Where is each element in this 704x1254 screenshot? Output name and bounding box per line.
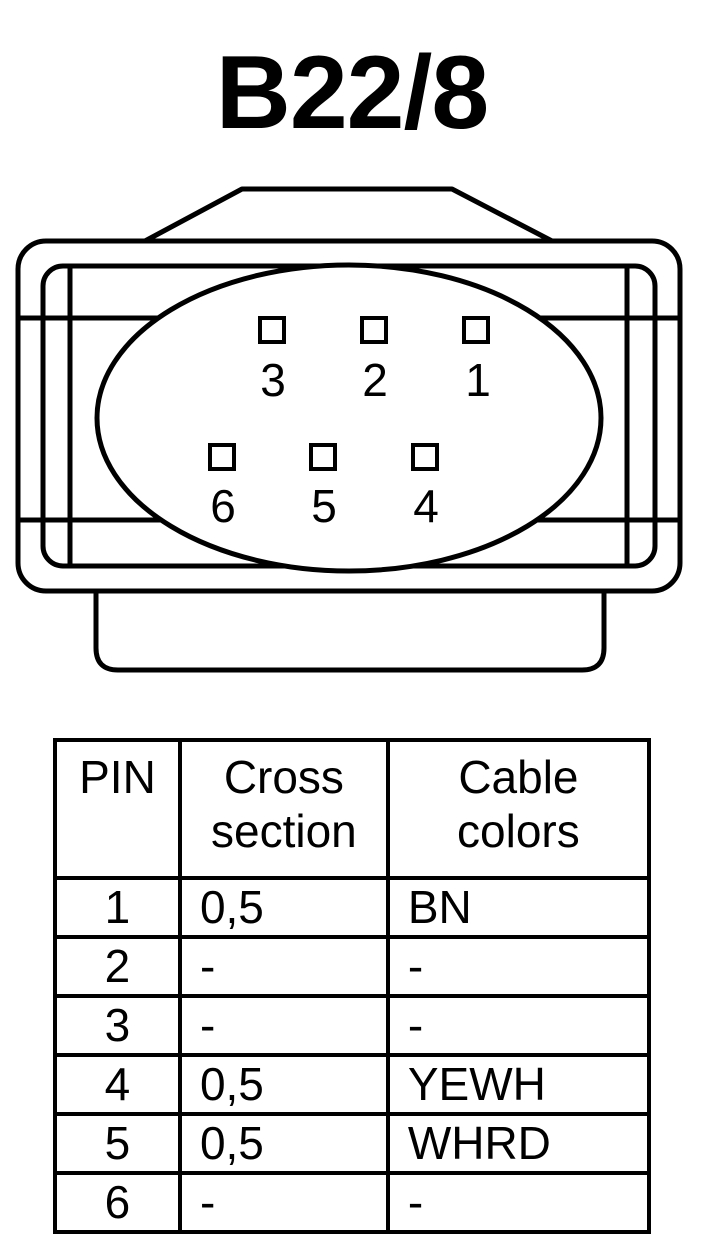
table-row: 1 0,5 BN — [53, 876, 652, 939]
row-cable-color: - — [385, 935, 652, 998]
connector-outer-housing — [15, 238, 683, 594]
table-row: 2 - - — [53, 935, 652, 998]
pin-label-1: 1 — [465, 354, 491, 406]
connector-key-tab — [143, 186, 554, 244]
header-cable-colors-line1: Cable — [458, 751, 579, 803]
header-cross-section: Cross section — [177, 738, 390, 880]
pin-contact-3 — [258, 316, 286, 344]
row-cable-color: - — [385, 994, 652, 1057]
pin-label-5: 5 — [311, 480, 337, 532]
connector-bottom-latch — [93, 591, 607, 673]
row-cross-section: 0,5 — [177, 1112, 390, 1175]
row-cross-section: - — [177, 935, 390, 998]
pin-contact-5 — [309, 443, 337, 471]
row-pin: 4 — [53, 1053, 182, 1116]
pin-label-2: 2 — [362, 354, 388, 406]
row-pin: 2 — [53, 935, 182, 998]
row-cross-section: 0,5 — [177, 1053, 390, 1116]
pin-label-6: 6 — [210, 480, 236, 532]
row-cable-color: BN — [385, 876, 652, 939]
row-cable-color: YEWH — [385, 1053, 652, 1116]
header-cable-colors: Cable colors — [385, 738, 652, 880]
table-row: 5 0,5 WHRD — [53, 1112, 652, 1175]
table-row: 3 - - — [53, 994, 652, 1057]
pin-assignment-table: PIN Cross section Cable colors 1 0,5 BN … — [53, 738, 652, 1234]
pin-contact-6 — [208, 443, 236, 471]
header-cross-section-line1: Cross — [223, 751, 344, 803]
pin-contact-4 — [411, 443, 439, 471]
row-cross-section: - — [177, 1171, 390, 1234]
table-row: 6 - - — [53, 1171, 652, 1234]
header-cable-colors-line2: colors — [457, 805, 580, 857]
row-pin: 3 — [53, 994, 182, 1057]
row-cross-section: 0,5 — [177, 876, 390, 939]
row-pin: 1 — [53, 876, 182, 939]
pin-label-4: 4 — [413, 480, 439, 532]
connector-diagram: 3 2 1 6 5 4 — [15, 186, 683, 673]
header-pin-label: PIN — [79, 751, 156, 803]
table-header-row: PIN Cross section Cable colors — [53, 738, 652, 880]
row-cable-color: WHRD — [385, 1112, 652, 1175]
row-cross-section: - — [177, 994, 390, 1057]
pin-contact-2 — [360, 316, 388, 344]
table-row: 4 0,5 YEWH — [53, 1053, 652, 1116]
connector-title: B22/8 — [215, 35, 490, 151]
row-cable-color: - — [385, 1171, 652, 1234]
connector-pin-face — [94, 262, 604, 574]
row-pin: 6 — [53, 1171, 182, 1234]
pin-contact-1 — [462, 316, 490, 344]
row-pin: 5 — [53, 1112, 182, 1175]
pin-label-3: 3 — [260, 354, 286, 406]
header-pin: PIN — [53, 738, 182, 880]
header-cross-section-line2: section — [211, 805, 357, 857]
